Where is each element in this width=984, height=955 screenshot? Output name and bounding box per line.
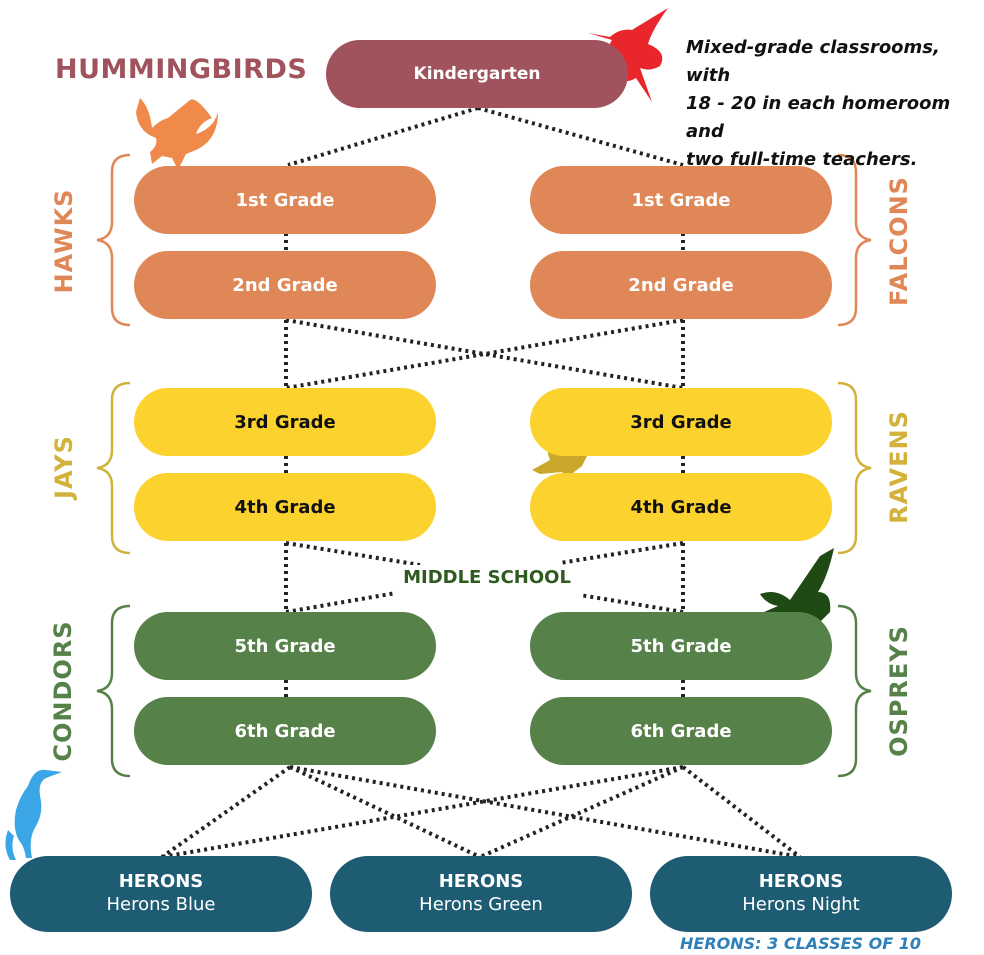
grade5-right-node: 5th Grade bbox=[530, 612, 832, 680]
grade3-right-node: 3rd Grade bbox=[530, 388, 832, 456]
connector-lines bbox=[160, 106, 802, 859]
grade5-left-node: 5th Grade bbox=[134, 612, 436, 680]
herons-note: HERONS: 3 CLASSES OF 10 bbox=[680, 934, 922, 953]
grade4-right-label: 4th Grade bbox=[630, 496, 732, 518]
grade6-right-node: 6th Grade bbox=[530, 697, 832, 765]
grade6-left-node: 6th Grade bbox=[134, 697, 436, 765]
grade1-left-label: 1st Grade bbox=[235, 189, 335, 211]
note-line-1: Mixed-grade classrooms, with bbox=[686, 37, 940, 86]
group-label-hawks: HAWKS bbox=[50, 188, 78, 294]
grade2-right-label: 2nd Grade bbox=[628, 274, 734, 296]
herons-green-node: HERONS Herons Green bbox=[330, 856, 632, 932]
grade3-left-node: 3rd Grade bbox=[134, 388, 436, 456]
heron-icon bbox=[5, 769, 63, 860]
page-title: HUMMINGBIRDS bbox=[55, 54, 308, 85]
herons-green-title: HERONS bbox=[438, 871, 524, 892]
herons-blue-title: HERONS bbox=[118, 871, 204, 892]
kindergarten-node: Kindergarten bbox=[326, 40, 628, 108]
jays-bracket bbox=[96, 381, 131, 555]
herons-night-node: HERONS Herons Night bbox=[650, 856, 952, 932]
ospreys-bracket bbox=[837, 604, 872, 778]
note-line-3: two full-time teachers. bbox=[686, 149, 918, 170]
group-label-condors: CONDORS bbox=[49, 620, 77, 762]
group-label-ospreys: OSPREYS bbox=[885, 625, 913, 757]
grade2-left-label: 2nd Grade bbox=[232, 274, 338, 296]
hummingbird-icon bbox=[588, 8, 668, 102]
brackets bbox=[96, 153, 872, 778]
grade1-right-label: 1st Grade bbox=[631, 189, 731, 211]
herons-blue-name: Herons Blue bbox=[106, 894, 216, 915]
grade3-left-label: 3rd Grade bbox=[234, 411, 336, 433]
herons-night-title: HERONS bbox=[758, 871, 844, 892]
grade2-right-node: 2nd Grade bbox=[530, 251, 832, 319]
falcons-bracket bbox=[837, 153, 872, 327]
group-label-jays: JAYS bbox=[50, 435, 78, 499]
note-text: Mixed-grade classrooms, with 18 - 20 in … bbox=[686, 34, 976, 174]
ravens-bracket bbox=[837, 381, 872, 555]
group-label-ravens: RAVENS bbox=[885, 410, 913, 524]
grade3-right-label: 3rd Grade bbox=[630, 411, 732, 433]
grade1-left-node: 1st Grade bbox=[134, 166, 436, 234]
herons-green-name: Herons Green bbox=[419, 894, 543, 915]
grade4-left-node: 4th Grade bbox=[134, 473, 436, 541]
grade5-right-label: 5th Grade bbox=[630, 635, 732, 657]
condors-bracket bbox=[96, 604, 131, 778]
grade4-right-node: 4th Grade bbox=[530, 473, 832, 541]
note-line-2: 18 - 20 in each homeroom and bbox=[686, 93, 951, 142]
grade4-left-label: 4th Grade bbox=[234, 496, 336, 518]
grade6-left-label: 6th Grade bbox=[234, 720, 336, 742]
grade6-right-label: 6th Grade bbox=[630, 720, 732, 742]
middle-school-label: MIDDLE SCHOOL bbox=[384, 565, 590, 591]
herons-night-name: Herons Night bbox=[742, 894, 860, 915]
grade5-left-label: 5th Grade bbox=[234, 635, 336, 657]
grade1-right-node: 1st Grade bbox=[530, 166, 832, 234]
hawk-icon bbox=[136, 98, 218, 170]
herons-blue-node: HERONS Herons Blue bbox=[10, 856, 312, 932]
grade2-left-node: 2nd Grade bbox=[134, 251, 436, 319]
kindergarten-label: Kindergarten bbox=[413, 64, 541, 84]
group-label-falcons: FALCONS bbox=[885, 176, 913, 306]
hawks-bracket bbox=[96, 153, 131, 327]
